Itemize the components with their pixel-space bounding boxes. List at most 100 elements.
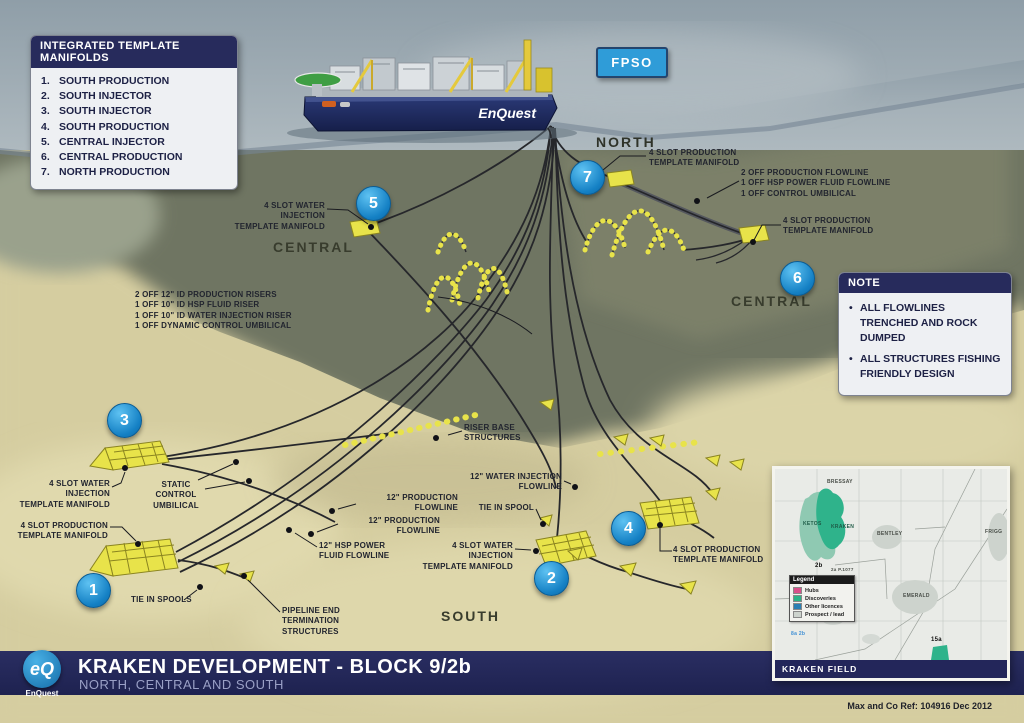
seabed-patches [0, 157, 1024, 723]
manifold-6 [738, 224, 770, 244]
leader-lines [110, 155, 781, 613]
spool-structure [704, 454, 721, 467]
region-north: NORTH [596, 134, 656, 150]
fpso-vessel: EnQuest [287, 39, 577, 143]
map-label-frigg: FRIGG [985, 529, 1003, 535]
callout-wi-flowline: 12" WATER INJECTION FLOWLINE [470, 472, 562, 492]
plet-structure [566, 547, 583, 561]
legend-item-1: 1.SOUTH PRODUCTION [41, 75, 170, 87]
map-label-emerald: EMERALD [903, 593, 930, 599]
map-fields [799, 488, 1007, 660]
callout-west-wi-manifold: 4 SLOT WATER INJECTION TEMPLATE MANIFOLD [19, 479, 110, 509]
callout-static-umbilical: STATIC CONTROL UMBILICAL [153, 480, 199, 510]
reference-footnote: Max and Co Ref: 104916 Dec 2012 [847, 701, 992, 711]
map-label-kraken: KRAKEN [831, 524, 855, 530]
map-label-bressay: BRESSAY [827, 479, 853, 485]
callout-prod-flowline-2: 12" PRODUCTION FLOWLINE [368, 516, 440, 536]
callout-south-wi-manifold: 4 SLOT WATER INJECTION TEMPLATE MANIFOLD [422, 541, 513, 571]
leader-dots [122, 169, 756, 590]
enquest-logo-text: EnQuest [25, 689, 59, 698]
inset-map: BRESSAY KETOS KRAKEN BENTLEY FRIGG EMERA… [772, 466, 1010, 681]
plet-structure [704, 487, 721, 501]
map-label-block15a: 15a [931, 637, 942, 643]
callout-risers: 2 OFF 12" ID PRODUCTION RISERS 1 OFF 10"… [135, 290, 292, 331]
fpso-hull-name: EnQuest [478, 105, 537, 121]
callout-tie-in-spool: TIE IN SPOOL [478, 503, 534, 512]
marker-6: 6 [780, 261, 815, 296]
note-panel: NOTE •ALL FLOWLINES TRENCHED AND ROCK DU… [838, 272, 1012, 397]
swatch-other-licences [793, 603, 802, 610]
swatch-prospect [793, 611, 802, 618]
spool-structure [648, 434, 665, 447]
map-footer: KRAKEN FIELD [775, 660, 1007, 678]
plet-structure [678, 580, 697, 595]
inset-map-art [775, 469, 1007, 660]
callout-tie-in-spools: TIE IN SPOOLS [131, 595, 192, 604]
plet-structure [618, 562, 637, 577]
fpso-tag: FPSO [596, 47, 668, 78]
manifold-3 [89, 440, 170, 471]
marker-5: 5 [356, 186, 391, 221]
legend-item-5: 5.CENTRAL INJECTOR [41, 135, 165, 148]
map-boundaries [775, 469, 1007, 660]
manifold-7 [606, 169, 635, 188]
callout-south1-manifold: 4 SLOT PRODUCTION TEMPLATE MANIFOLD [17, 521, 108, 541]
callout-prod-flowline-1: 12" PRODUCTION FLOWLINE [386, 493, 458, 513]
callout-central5-manifold: 4 SLOT WATER INJECTION TEMPLATE MANIFOLD [234, 201, 325, 231]
spool-structure [728, 458, 745, 471]
legend-item-4: 4.SOUTH PRODUCTION [41, 120, 170, 133]
manifold-2 [535, 530, 597, 567]
flowlines [159, 125, 751, 590]
plet-structure [213, 562, 230, 575]
swatch-hubs [793, 587, 802, 594]
map-legend-item-hubs: Hubs [793, 587, 851, 594]
callout-north-manifold: 4 SLOT PRODUCTION TEMPLATE MANIFOLD [649, 148, 740, 168]
map-legend-item-other-licences: Other licences [793, 603, 851, 610]
map-label-bentley: BENTLEY [877, 531, 903, 537]
manifold-legend-title: INTEGRATED TEMPLATE MANIFOLDS [31, 36, 237, 68]
marker-7: 7 [570, 160, 605, 195]
marker-2: 2 [534, 561, 569, 596]
note-bullet-1: •ALL FLOWLINES TRENCHED AND ROCK DUMPED [849, 302, 978, 345]
callout-south4-manifold: 4 SLOT PRODUCTION TEMPLATE MANIFOLD [673, 545, 764, 565]
legend-item-7: 7.NORTH PRODUCTION [41, 166, 170, 179]
callout-north-flowlines: 2 OFF PRODUCTION FLOWLINE 1 OFF HSP POWE… [741, 168, 891, 198]
enquest-logo: eQ EnQuest [16, 646, 68, 698]
manifold-4 [639, 496, 700, 530]
sea-surface-edge [650, 60, 1024, 136]
diagram-title: KRAKEN DEVELOPMENT - BLOCK 9/2b [78, 656, 472, 678]
enquest-logo-mark: eQ [23, 650, 61, 688]
diagram-subtitle: NORTH, CENTRAL AND SOUTH [79, 677, 284, 692]
map-legend-title: Legend [790, 576, 854, 584]
map-label-block2b: 2b [815, 563, 823, 569]
marker-1: 1 [76, 573, 111, 608]
subsea-structures [89, 169, 770, 595]
riser-buoyancy-modules [342, 208, 703, 457]
legend-item-6: 6.CENTRAL PRODUCTION [41, 151, 183, 164]
map-label-ketos: KETOS [803, 521, 822, 527]
map-legend-item-prospect: Prospect / lead [793, 611, 851, 618]
map-legend-item-discoveries: Discoveries [793, 595, 851, 602]
callout-plet: PIPELINE END TERMINATION STRUCTURES [282, 606, 340, 636]
legend-item-3: 3.SOUTH INJECTOR [41, 105, 152, 118]
map-label-block2a: 2a P.1077 [831, 567, 854, 572]
spool-structure [538, 398, 555, 411]
manifold-legend-panel: INTEGRATED TEMPLATE MANIFOLDS 1.SOUTH PR… [30, 35, 238, 190]
callout-riser-base: RISER BASE STRUCTURES [464, 423, 521, 443]
map-label-blue-refs: 8a 2b [791, 631, 806, 637]
map-legend: Legend Hubs Discoveries Other licences P… [789, 575, 855, 622]
manifold-1 [89, 538, 179, 577]
region-central-west: CENTRAL [273, 239, 354, 255]
region-south: SOUTH [441, 608, 500, 624]
marker-4: 4 [611, 511, 646, 546]
north-flowline-bundle [615, 178, 753, 264]
note-bullet-2: •ALL STRUCTURES FISHING FRIENDLY DESIGN [849, 352, 1001, 380]
spool-structure [612, 433, 629, 446]
note-title: NOTE [839, 273, 1011, 293]
region-central-east: CENTRAL [731, 293, 812, 309]
callout-hsp-flowline: 12" HSP POWER FLUID FLOWLINE [319, 541, 390, 561]
marker-3: 3 [107, 403, 142, 438]
inset-map-body: BRESSAY KETOS KRAKEN BENTLEY FRIGG EMERA… [775, 469, 1007, 660]
